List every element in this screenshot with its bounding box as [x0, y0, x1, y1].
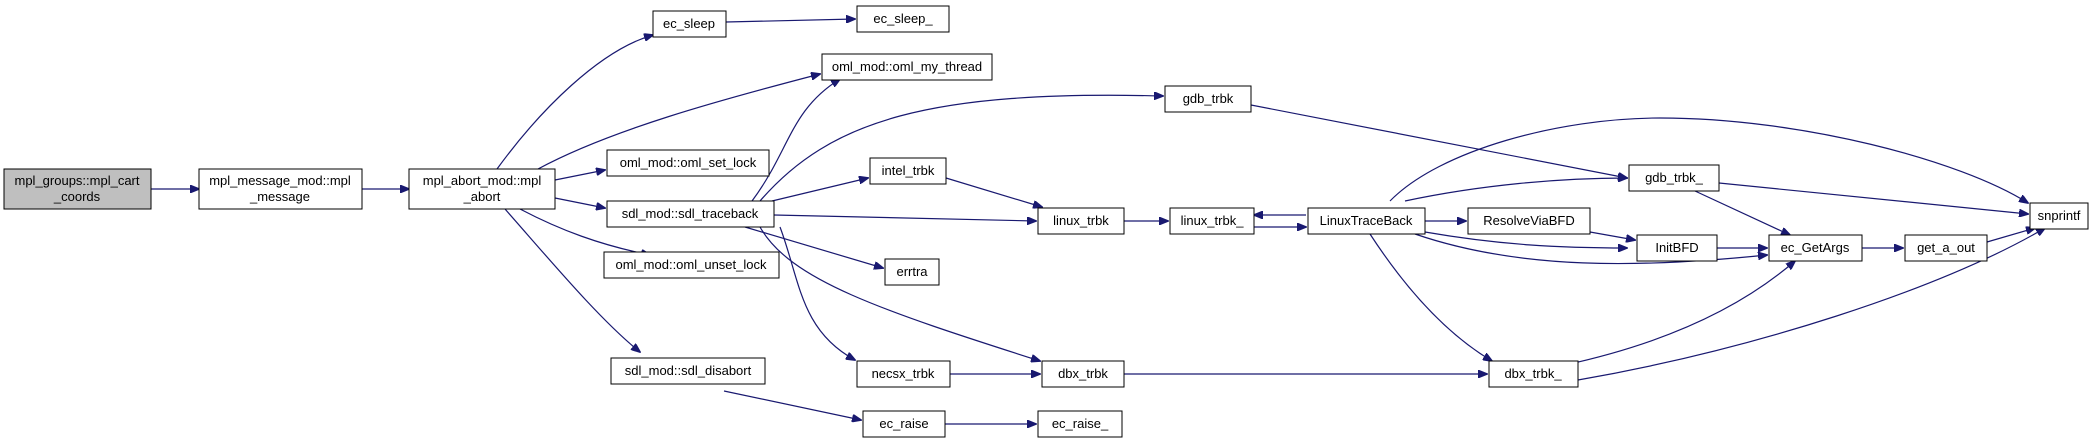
- node-label: ResolveViaBFD: [1483, 213, 1575, 228]
- edge-intel-trbk-to-linux-trbk: [945, 177, 1042, 207]
- edge-mpl-abort-to-sdl-disabort: [504, 208, 640, 352]
- node-label: linux_trbk_: [1181, 213, 1245, 228]
- node-mpl-cart-coords[interactable]: mpl_groups::mpl_cart _coords: [3, 168, 152, 210]
- node-ec-raise-[interactable]: ec_raise_: [1037, 410, 1123, 438]
- edge-linuxtraceback-to-snprintf: [1389, 117, 2028, 203]
- node-ec-sleep[interactable]: ec_sleep: [652, 10, 727, 38]
- edge-sdl-traceback-to-intel-trbk: [771, 178, 868, 202]
- edge-mpl-abort-to-ec-sleep: [496, 35, 653, 170]
- node-label: LinuxTraceBack: [1320, 213, 1413, 228]
- node-label: ec_sleep_: [873, 11, 933, 26]
- edge-linuxtraceback-to-initbfd: [1424, 231, 1627, 248]
- node-linuxtraceback[interactable]: LinuxTraceBack: [1307, 207, 1426, 235]
- edge-ec-sleep-to-ec-sleep-: [725, 19, 855, 22]
- node-label: gdb_trbk: [1183, 91, 1234, 106]
- node-label: snprintf: [2038, 208, 2081, 223]
- node-errtra[interactable]: errtra: [884, 258, 940, 286]
- edge-sdl-disabort-to-ec-raise: [723, 390, 861, 420]
- node-label: dbx_trbk_: [1504, 366, 1562, 381]
- node-dbx-trbk-[interactable]: dbx_trbk_: [1488, 360, 1579, 388]
- node-label: ec_sleep: [663, 16, 715, 31]
- node-label: errtra: [896, 264, 928, 279]
- node-label-line: mpl_abort_mod::mpl: [423, 173, 542, 188]
- node-gdb-trbk[interactable]: gdb_trbk: [1164, 85, 1252, 113]
- node-label: oml_mod::oml_set_lock: [620, 155, 757, 170]
- node-label: ec_raise: [879, 416, 928, 431]
- node-label: intel_trbk: [882, 163, 935, 178]
- node-initbfd[interactable]: InitBFD: [1636, 234, 1718, 262]
- node-ec-sleep-[interactable]: ec_sleep_: [856, 5, 950, 33]
- node-label: oml_mod::oml_unset_lock: [615, 257, 767, 272]
- node-label: ec_GetArgs: [1781, 240, 1850, 255]
- node-oml-unset-lock[interactable]: oml_mod::oml_unset_lock: [603, 251, 780, 279]
- node-label-line: mpl_message_mod::mpl: [209, 173, 351, 188]
- edge-sdl-traceback-to-linux-trbk: [773, 214, 1036, 221]
- edge-sdl-traceback-to-oml-my-thread: [751, 79, 840, 202]
- node-label-line: _abort: [463, 189, 501, 204]
- node-label: linux_trbk: [1053, 213, 1109, 228]
- node-label: dbx_trbk: [1058, 366, 1108, 381]
- node-label-line: _coords: [53, 189, 101, 204]
- node-label: necsx_trbk: [872, 366, 935, 381]
- node-linux-trbk-[interactable]: linux_trbk_: [1169, 207, 1255, 235]
- node-ec-getargs[interactable]: ec_GetArgs: [1768, 234, 1863, 262]
- edge-sdl-traceback-to-errtra: [744, 226, 883, 268]
- node-label: sdl_mod::sdl_disabort: [625, 363, 752, 378]
- edge-mpl-abort-to-oml-my-thread: [537, 74, 820, 170]
- node-gdb-trbk-[interactable]: gdb_trbk_: [1628, 164, 1720, 192]
- edge-dbx-trbk--to-ec-getargs: [1564, 261, 1795, 366]
- edge-sdl-traceback-to-gdb-trbk: [759, 95, 1163, 202]
- node-snprintf[interactable]: snprintf: [2029, 202, 2089, 230]
- node-necsx-trbk[interactable]: necsx_trbk: [856, 360, 951, 388]
- node-resolveviabfd[interactable]: ResolveViaBFD: [1467, 207, 1591, 235]
- node-dbx-trbk[interactable]: dbx_trbk: [1041, 360, 1125, 388]
- edge-sdl-traceback-to-dbx-trbk: [759, 226, 1040, 361]
- node-linux-trbk[interactable]: linux_trbk: [1037, 207, 1125, 235]
- edges: [151, 19, 2045, 424]
- edge-gdb-trbk--to-snprintf: [1718, 182, 2028, 214]
- edge-linuxtraceback-to-gdb-trbk-: [1404, 178, 1627, 202]
- node-oml-set-lock[interactable]: oml_mod::oml_set_lock: [606, 149, 770, 177]
- node-label: oml_mod::oml_my_thread: [832, 59, 982, 74]
- node-sdl-traceback[interactable]: sdl_mod::sdl_traceback: [606, 200, 775, 228]
- node-intel-trbk[interactable]: intel_trbk: [869, 157, 947, 185]
- node-label-line: _message: [249, 189, 310, 204]
- node-label: sdl_mod::sdl_traceback: [622, 206, 759, 221]
- edge-sdl-traceback-to-necsx-trbk: [779, 226, 855, 360]
- node-sdl-disabort[interactable]: sdl_mod::sdl_disabort: [610, 357, 766, 385]
- node-mpl-abort[interactable]: mpl_abort_mod::mpl _abort: [408, 168, 556, 210]
- edge-mpl-abort-to-sdl-traceback: [554, 197, 605, 208]
- edge-linuxtraceback-to-dbx-trbk-: [1369, 233, 1492, 361]
- node-label: gdb_trbk_: [1645, 170, 1704, 185]
- node-get-a-out[interactable]: get_a_out: [1904, 234, 1988, 262]
- node-label-line: mpl_groups::mpl_cart: [15, 173, 140, 188]
- edge-get-a-out-to-snprintf: [1986, 228, 2035, 243]
- node-label: get_a_out: [1917, 240, 1975, 255]
- node-label: InitBFD: [1655, 240, 1698, 255]
- node-ec-raise[interactable]: ec_raise: [862, 410, 946, 438]
- node-label: ec_raise_: [1052, 416, 1109, 431]
- edge-resolveviabfd-to-initbfd: [1589, 231, 1635, 240]
- edge-gdb-trbk-to-gdb-trbk-: [1250, 104, 1627, 178]
- edge-mpl-abort-to-oml-set-lock: [554, 170, 605, 181]
- node-mpl-message[interactable]: mpl_message_mod::mpl _message: [198, 168, 363, 210]
- edge-mpl-abort-to-oml-unset-lock: [519, 208, 650, 255]
- edge-gdb-trbk--to-ec-getargs: [1694, 190, 1790, 235]
- edge-dbx-trbk--to-snprintf: [1577, 228, 2045, 381]
- node-oml-my-thread[interactable]: oml_mod::oml_my_thread: [821, 53, 993, 81]
- nodes: mpl_groups::mpl_cart _coords mpl_message…: [3, 5, 2089, 438]
